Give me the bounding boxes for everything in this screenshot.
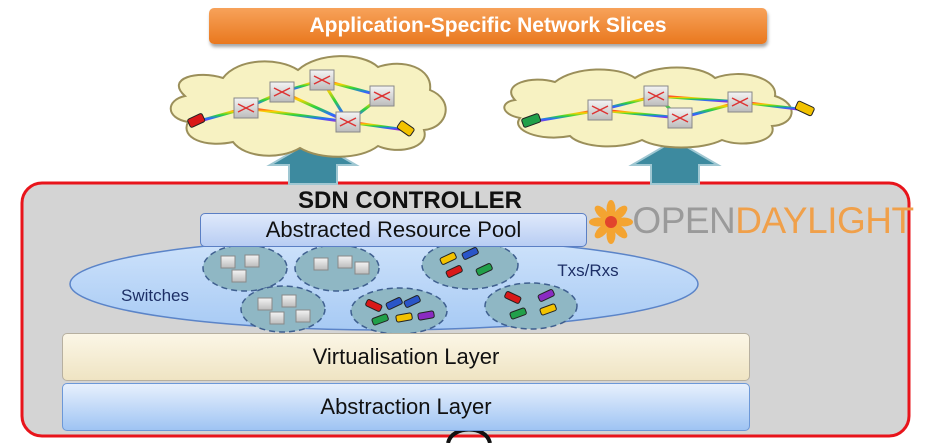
switch-icon: [309, 69, 335, 91]
resource-pool-box: Abstracted Resource Pool: [200, 213, 587, 247]
up-arrow-right: [628, 138, 722, 185]
switch-group: [294, 244, 380, 292]
switch-icon: [643, 85, 669, 107]
switch-icon: [667, 107, 693, 129]
switches-label: Switches: [120, 286, 190, 305]
network-slice-cloud-right: [503, 66, 815, 149]
controller-title: SDN CONTROLLER: [298, 187, 522, 214]
slices-banner: Application-Specific Network Slices: [209, 8, 767, 44]
virtualisation-layer: Virtualisation Layer: [62, 333, 750, 381]
switch-icon: [233, 97, 259, 119]
switch-icon: [335, 111, 361, 133]
logo-text-open: OPEN: [632, 200, 736, 241]
switch-icon: [269, 81, 295, 103]
txrx-group: [350, 287, 448, 335]
txrx-group: [484, 282, 578, 330]
logo-text-daylight: DAYLIGHT: [735, 200, 914, 241]
slices-banner-text: Application-Specific Network Slices: [309, 14, 667, 37]
switch-icon: [727, 91, 753, 113]
opendaylight-logo-icon: [589, 200, 633, 244]
switch-icon: [369, 85, 395, 107]
txrx-group: [421, 240, 519, 290]
abstraction-layer: Abstraction Layer: [62, 383, 750, 431]
network-slice-cloud-left: [169, 55, 447, 158]
switch-group: [202, 244, 288, 292]
switch-icon: [587, 99, 613, 121]
txrx-label: Txs/Rxs: [557, 261, 619, 280]
switch-group: [240, 285, 326, 333]
